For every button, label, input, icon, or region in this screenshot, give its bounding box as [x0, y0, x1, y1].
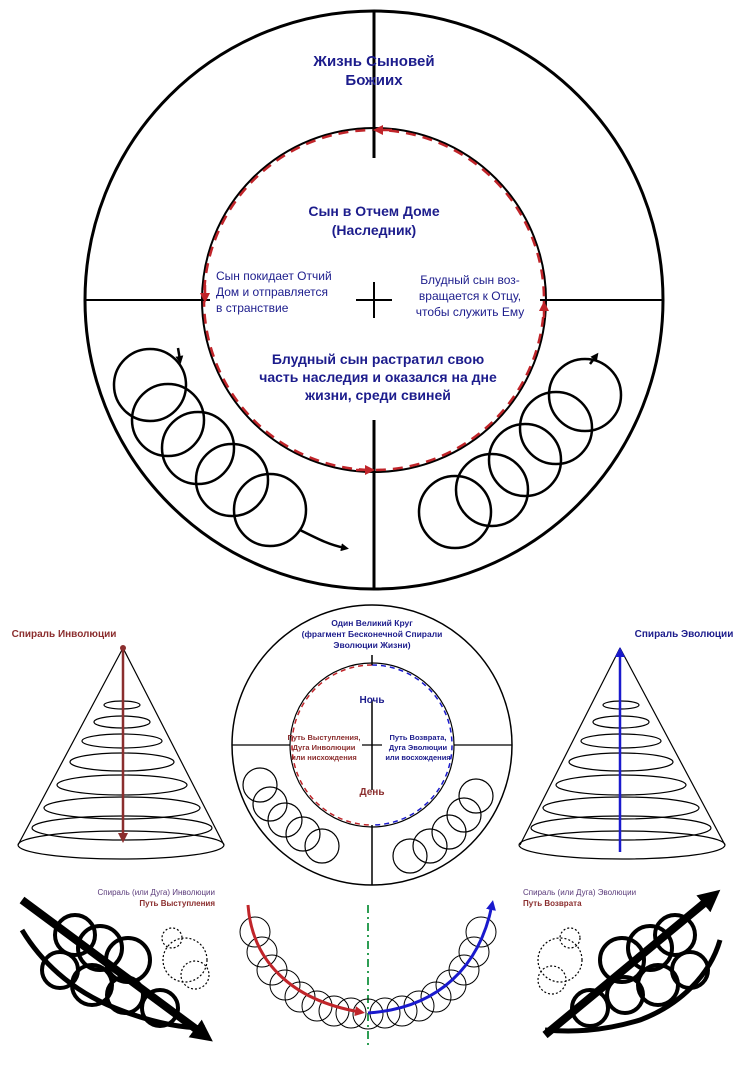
middle-title-3: Эволюции Жизни) [333, 640, 410, 650]
middle-right-text-2: Дуга Эволюции [389, 743, 448, 752]
top-left-text-1: Сын покидает Отчий [216, 269, 332, 283]
bottom-left-involution: Спираль (или Дуга) Инволюции Путь Выступ… [19, 888, 216, 1042]
bottom-left-label-1: Спираль (или Дуга) Инволюции [98, 888, 216, 897]
middle-dashed-right [371, 664, 453, 826]
top-right-text-3: чтобы служить Ему [416, 305, 524, 319]
middle-dashed-left [291, 664, 373, 826]
top-left-text-2: Дом и отправляется [216, 285, 328, 299]
middle-day-label: День [360, 787, 385, 798]
top-bottom-text-1: Блудный сын растратил свою [272, 351, 484, 367]
middle-left-text-1: Путь Выступления, [287, 733, 360, 742]
evolution-cone-label: Спираль Эволюции [635, 629, 734, 640]
top-right-text-1: Блудный сын воз- [420, 273, 520, 287]
middle-circle-diagram: Один Великий Круг (фрагмент Бесконечной … [231, 604, 513, 886]
middle-left-text-2: Дуга Инволюции [293, 743, 356, 752]
right-evolution-loops [417, 352, 623, 550]
top-left-text-3: в странствие [216, 301, 289, 315]
middle-night-label: Ночь [359, 695, 384, 706]
bottom-right-evolution: Спираль (или Дуга) Эволюции Путь Возврат… [523, 888, 723, 1039]
middle-left-text-3: или нисхождения [291, 753, 357, 762]
bottom-right-label-1: Спираль (или Дуга) Эволюции [523, 888, 636, 897]
top-inner-title-1: Сын в Отчем Доме [308, 203, 439, 219]
involution-cone: Спираль Инволюции [12, 629, 225, 860]
involution-cone-label: Спираль Инволюции [12, 629, 117, 640]
top-inner-title-2: (Наследник) [332, 222, 416, 238]
top-bottom-text-2: часть наследия и оказался на дне [259, 369, 497, 385]
top-outer-title-2: Божиих [345, 72, 403, 89]
center-red-descent [246, 904, 365, 1017]
top-right-text-2: вращается к Отцу, [419, 289, 521, 303]
left-involution-loops [112, 347, 349, 552]
bottom-right-label-2: Путь Возврата [523, 899, 582, 908]
middle-right-text-3: или восхождения [385, 753, 450, 762]
bottom-left-label-2: Путь Выступления [139, 899, 215, 908]
evolution-cone: Спираль Эволюции [518, 629, 734, 860]
top-circle-diagram: Жизнь Сыновей Божиих Сын в Отчем Доме (Н… [83, 9, 665, 591]
middle-left-loops [242, 767, 340, 864]
middle-right-text-1: Путь Возврата, [390, 733, 447, 742]
center-blue-ascent [367, 900, 496, 1015]
middle-right-loops [392, 778, 494, 874]
bottom-center-arc [239, 900, 497, 1045]
top-outer-title-1: Жизнь Сыновей [312, 53, 434, 70]
bottom-right-big-arrow [542, 889, 721, 1039]
middle-title-2: (фрагмент Бесконечной Спирали [302, 629, 443, 639]
middle-title-1: Один Великий Круг [331, 618, 413, 628]
top-bottom-text-3: жизни, среди свиней [304, 387, 451, 403]
bottom-left-big-arrow [19, 896, 213, 1042]
